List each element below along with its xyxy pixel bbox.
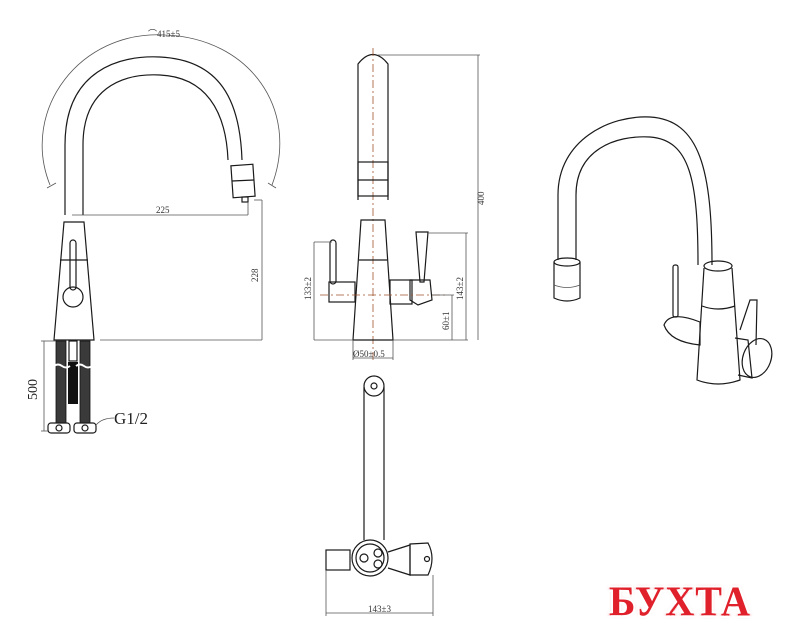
arc-dimension-line [41, 34, 281, 186]
side-handle [69, 239, 77, 291]
front-view: 400 133±2 143±2 60±1 Ø50±0.5 [303, 48, 486, 360]
left-cartridge [328, 281, 356, 303]
right-lever [415, 231, 429, 283]
hose-left [55, 340, 67, 424]
iso-right-lever [739, 299, 758, 346]
total-height-dimension: 400 [476, 191, 486, 205]
base-diameter-dimension: Ø50±0.5 [353, 349, 385, 359]
width-dimension: 143±3 [368, 604, 391, 614]
spout-collar [357, 161, 389, 197]
axis-height-dimension: 60±1 [441, 312, 451, 330]
handle-knob [62, 286, 84, 308]
left-handle-dimension: 133±2 [303, 277, 313, 300]
handle-neck [387, 544, 411, 576]
top-handle [409, 542, 433, 576]
spout-outer [64, 56, 243, 215]
iso-left-lever [672, 264, 679, 318]
spout-inner [82, 74, 229, 215]
mounting-stud [68, 362, 78, 404]
right-handle-dimension: 143±2 [455, 277, 465, 300]
thread-label: G1/2 [114, 409, 148, 428]
isometric-view [553, 116, 773, 385]
faucet-body [53, 221, 95, 341]
top-view: 143±3 [325, 375, 434, 616]
side-view: ⌒415±5 225 228 [26, 29, 281, 434]
iso-body [696, 267, 741, 385]
brand-logo: БУХТА [609, 577, 751, 626]
left-lever [329, 239, 337, 285]
hose-fittings [47, 422, 97, 434]
iso-spout-outer [557, 116, 713, 266]
hose-right [79, 340, 91, 424]
height-dimension: 228 [250, 268, 260, 282]
left-stub [325, 549, 351, 571]
top-body-circle [351, 539, 389, 577]
right-cartridge [389, 279, 413, 305]
reach-dimension: 225 [156, 205, 170, 215]
hose-length-dimension: 500 [26, 379, 41, 400]
spout-tip-circle [363, 375, 385, 397]
spout-arc-dimension: ⌒415±5 [148, 29, 180, 39]
right-knob [409, 279, 433, 306]
iso-right-knob [741, 338, 773, 378]
